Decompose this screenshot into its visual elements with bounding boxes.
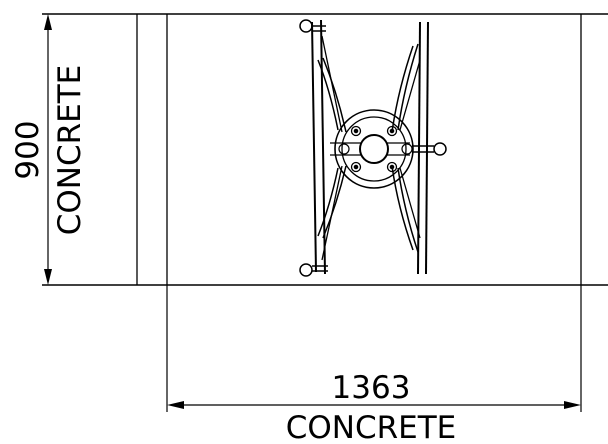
height-material-label: CONCRETE [52, 65, 88, 236]
height-dimension-line [44, 14, 52, 285]
spinner-equipment [299, 19, 447, 277]
width-dimension-line [166, 285, 582, 412]
right-frame [391, 21, 429, 275]
bottom-handle-knob [299, 263, 328, 277]
side-handle-knob [412, 142, 447, 156]
top-handle-knob [299, 19, 326, 33]
width-material-label: CONCRETE [286, 410, 457, 444]
center-hub [330, 109, 414, 189]
width-value-label: 1363 [332, 370, 411, 406]
concrete-slab [42, 13, 608, 286]
left-frame [311, 19, 347, 275]
height-value-label: 900 [10, 120, 46, 179]
